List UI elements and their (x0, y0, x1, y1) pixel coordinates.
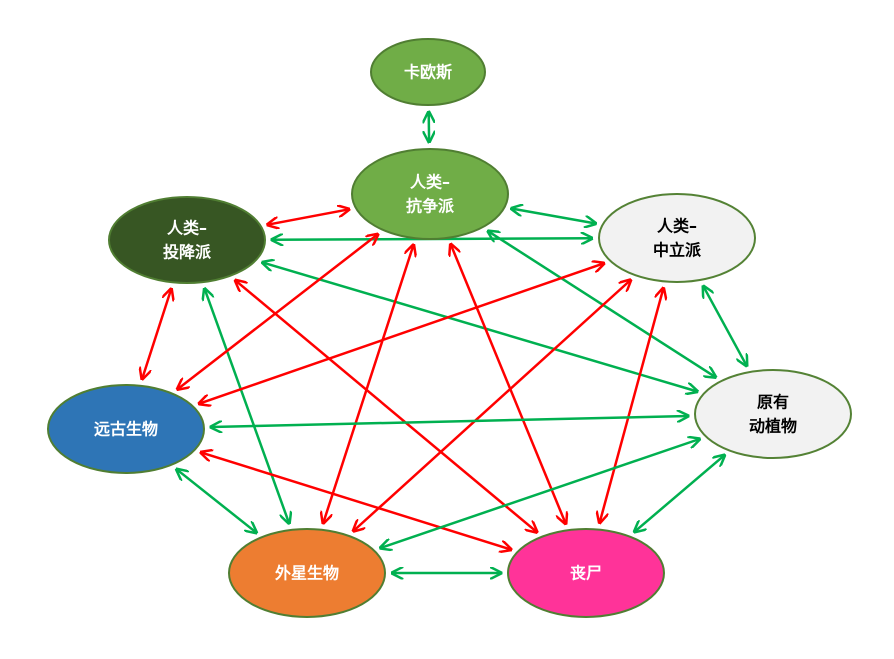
node-label-human-surrender: 人类– (167, 219, 207, 238)
edge-human-resist-zombies-hostile (451, 244, 566, 523)
nodes-layer: 卡欧斯人类–抗争派人类–投降派人类–中立派远古生物原有动植物外星生物丧尸 (47, 38, 852, 618)
node-shape-ancient-creatures (47, 384, 205, 474)
node-label-human-neutral: 中立派 (653, 241, 702, 260)
node-label-chaos: 卡欧斯 (404, 63, 452, 82)
node-label-human-resist: 抗争派 (406, 197, 455, 216)
node-ancient-creatures: 远古生物 (47, 384, 205, 474)
node-label-native-flora-fauna: 原有 (757, 393, 789, 412)
node-shape-native-flora-fauna (694, 369, 852, 459)
node-shape-human-resist (351, 148, 509, 240)
edge-human-surrender-human-resist-hostile (268, 209, 349, 224)
node-shape-human-neutral (598, 193, 756, 283)
edge-ancient-creatures-zombies-hostile (201, 452, 511, 549)
node-aliens: 外星生物 (228, 528, 386, 618)
edge-human-surrender-ancient-creatures-hostile (142, 289, 171, 379)
node-label-ancient-creatures: 远古生物 (94, 420, 158, 439)
node-label-native-flora-fauna: 动植物 (749, 417, 797, 436)
edge-aliens-native-flora-fauna-friendly (380, 439, 699, 548)
edge-human-surrender-native-flora-fauna-friendly (262, 262, 697, 391)
node-shape-chaos (370, 38, 486, 106)
edges-layer (142, 112, 747, 573)
node-human-neutral: 人类– 中立派 (598, 193, 756, 283)
node-human-surrender: 人类– 投降派 (108, 196, 266, 284)
node-chaos: 卡欧斯 (370, 38, 486, 106)
node-label-human-resist: 人类– (410, 173, 450, 192)
node-label-human-surrender: 投降派 (163, 243, 212, 262)
node-shape-human-surrender (108, 196, 266, 284)
node-shape-aliens (228, 528, 386, 618)
edge-human-neutral-native-flora-fauna-friendly (703, 286, 746, 366)
node-label-zombies: 丧尸 (570, 564, 602, 583)
edge-ancient-creatures-aliens-friendly (177, 469, 257, 532)
node-zombies: 丧尸 (507, 528, 665, 618)
edge-human-resist-aliens-hostile (323, 245, 413, 523)
edge-ancient-creatures-native-flora-fauna-friendly (211, 416, 688, 427)
node-label-aliens: 外星生物 (274, 564, 339, 583)
edge-human-resist-human-neutral-friendly (511, 209, 595, 224)
edge-human-surrender-aliens-friendly (205, 289, 290, 524)
edge-zombies-native-flora-fauna-friendly (635, 455, 725, 532)
node-human-resist: 人类– 抗争派 (351, 148, 509, 240)
node-label-human-neutral: 人类– (657, 217, 697, 236)
node-shape-zombies (507, 528, 665, 618)
